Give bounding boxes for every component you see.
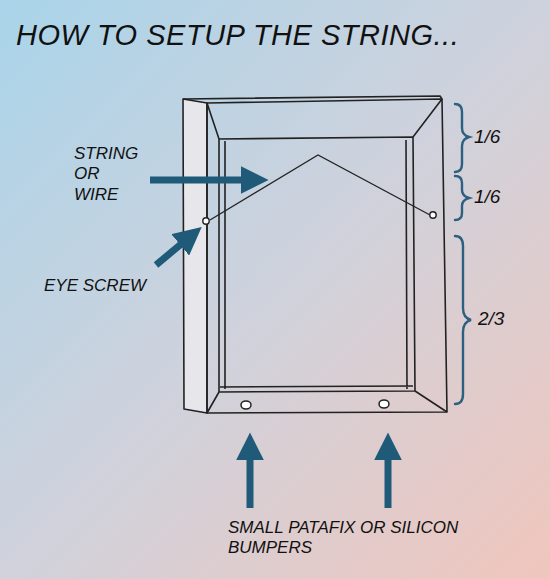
dimension-label: 1/6 <box>474 186 500 209</box>
callout-label: STRING OR WIRE <box>74 144 138 205</box>
callout-label: SMALL PATAFIX OR SILICON BUMPERS <box>228 518 468 559</box>
dimension-brace <box>455 176 469 220</box>
bumper <box>379 400 389 408</box>
bumper <box>241 401 251 409</box>
callout-label: EYE SCREW <box>44 276 146 296</box>
dimension-label: 1/6 <box>474 126 500 149</box>
callout-arrow <box>150 177 256 184</box>
callout-arrow <box>156 235 192 265</box>
dimension-label: 2/3 <box>478 308 504 331</box>
callout-arrow <box>247 445 254 508</box>
eye-screw <box>430 212 436 218</box>
dimension-brace <box>455 104 469 172</box>
diagram-title: HOW TO SETUP THE STRING... <box>16 18 459 53</box>
callout-arrow <box>385 445 392 508</box>
dimension-brace <box>455 236 471 404</box>
eye-screw <box>203 218 209 224</box>
